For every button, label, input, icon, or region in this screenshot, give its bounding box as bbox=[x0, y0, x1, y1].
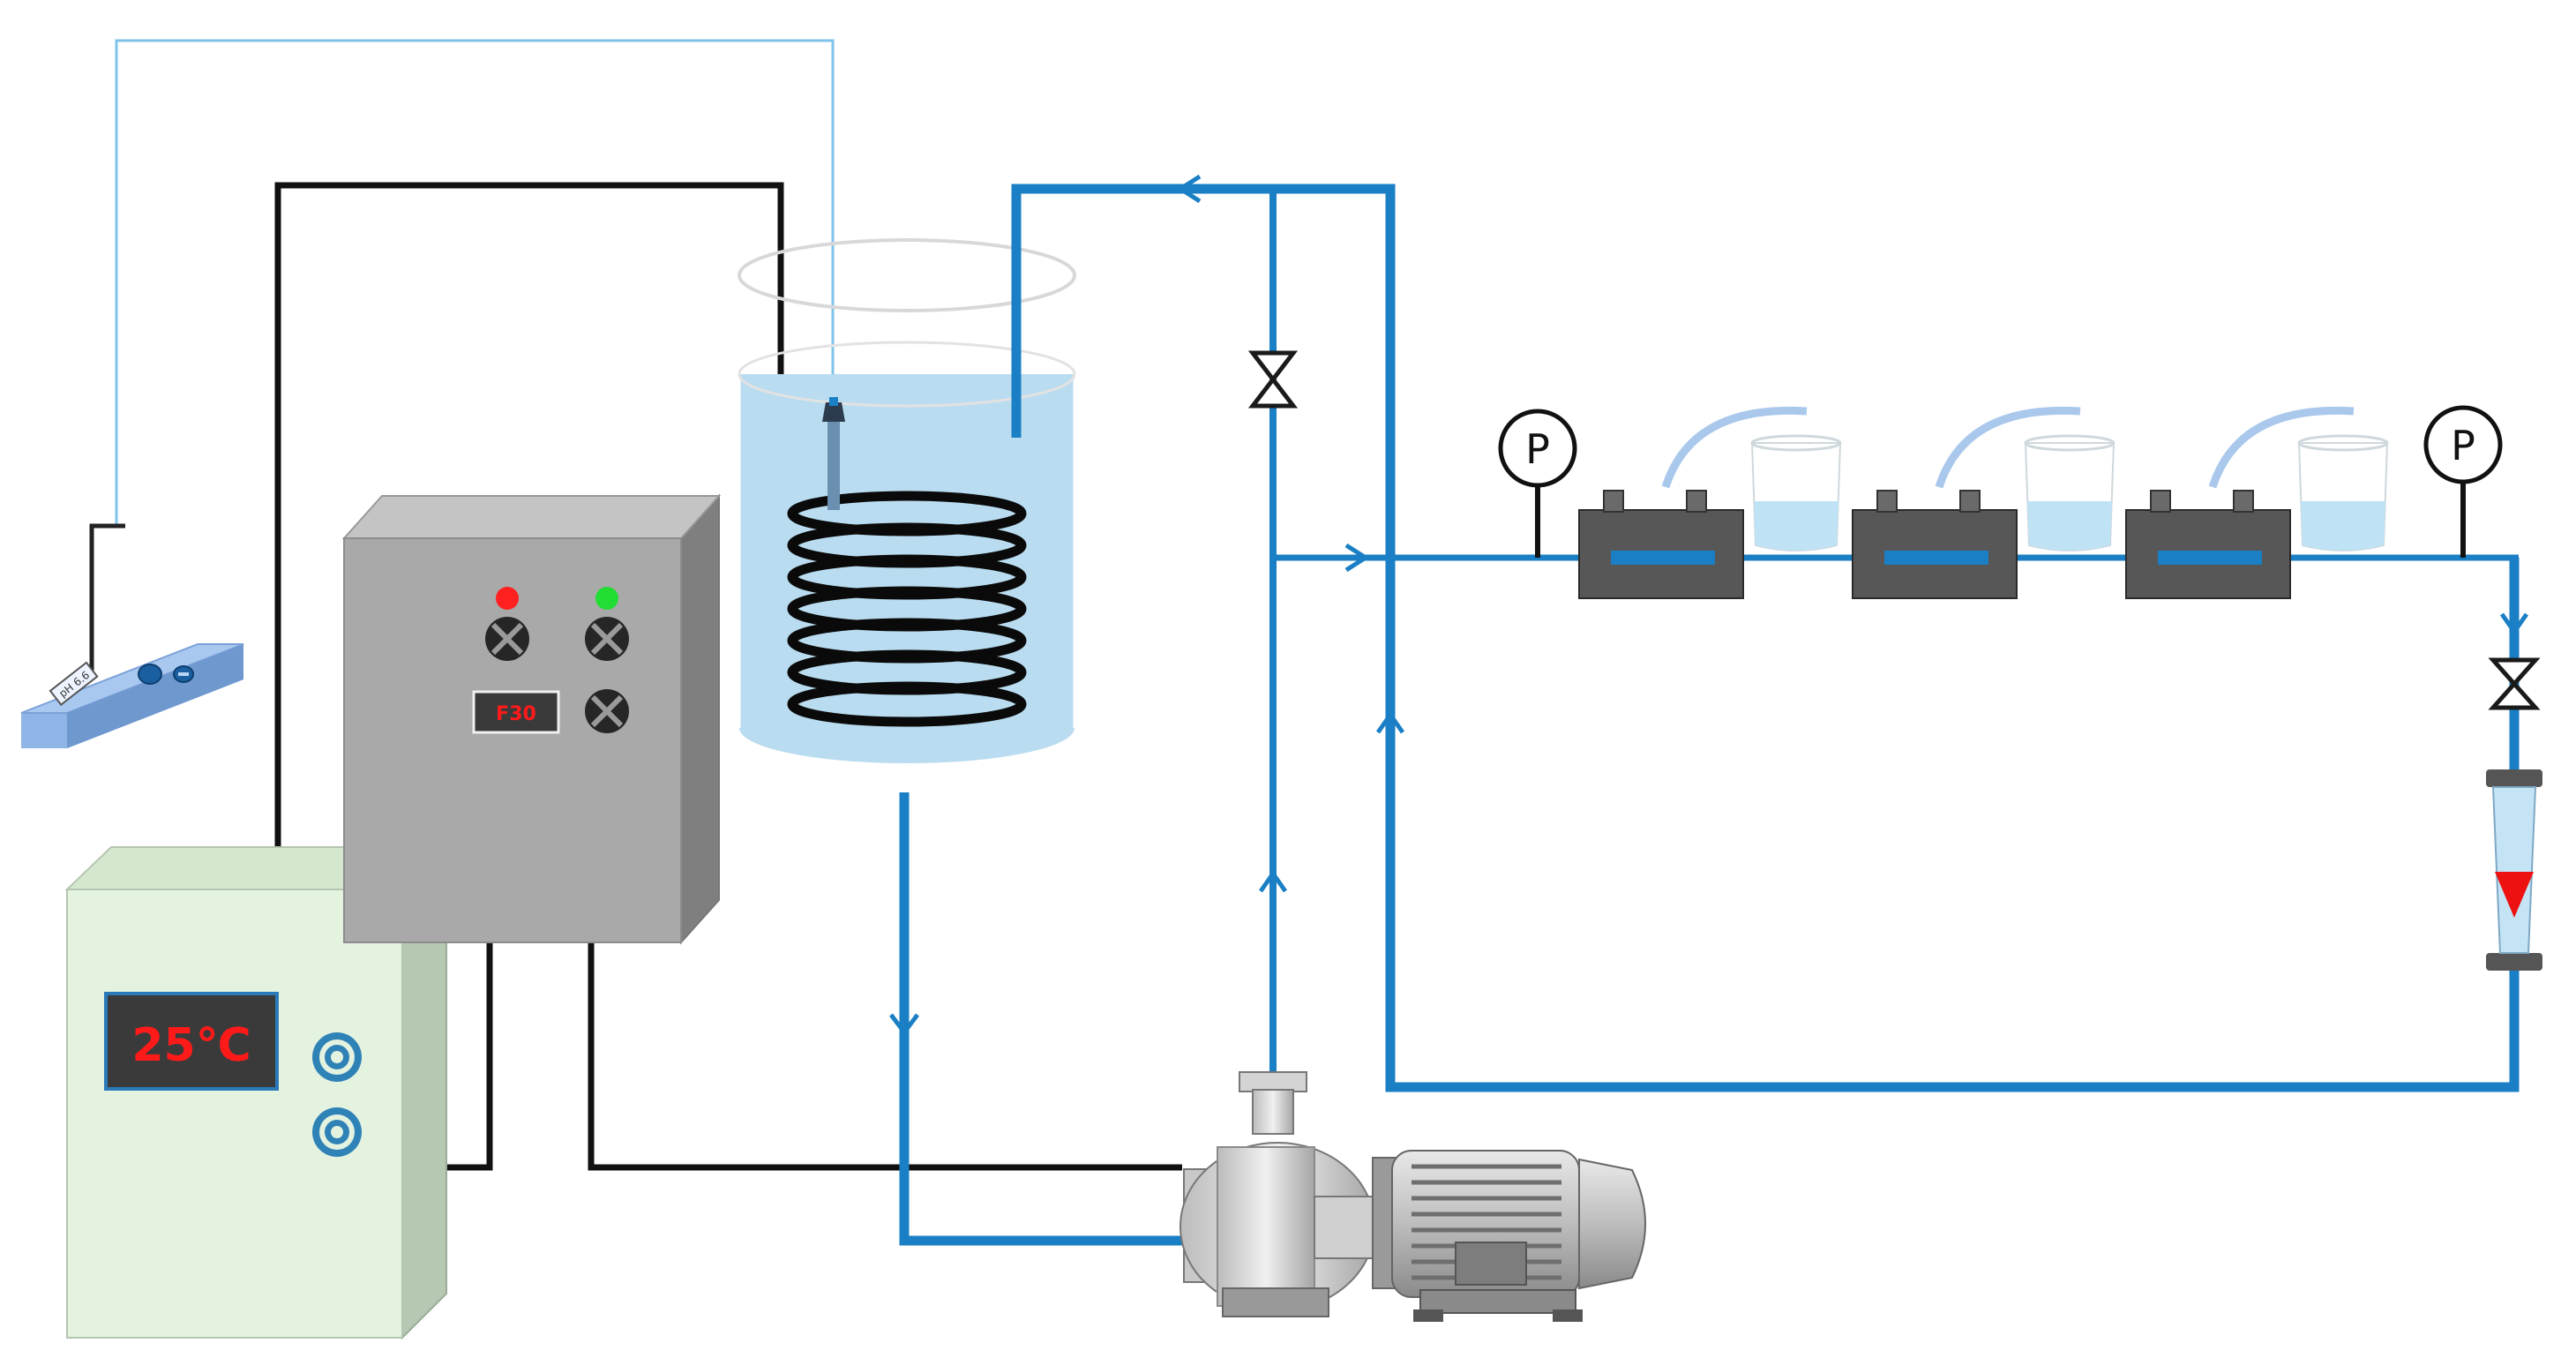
membrane-cell bbox=[1852, 406, 2115, 599]
red-indicator-light bbox=[496, 587, 519, 610]
flow-arrow bbox=[889, 1013, 919, 1037]
outlet-pressure-gauge: P bbox=[2423, 405, 2503, 558]
outlet-valve bbox=[2488, 657, 2541, 710]
control-switch bbox=[585, 689, 629, 733]
tank-return-pipe bbox=[1011, 184, 2520, 1092]
green-indicator-light bbox=[595, 587, 618, 610]
control-box-pump-wire bbox=[588, 942, 1182, 1171]
membrane-cell bbox=[1578, 406, 1842, 599]
inlet-pressure-gauge: P bbox=[1498, 409, 1577, 558]
ph-probe bbox=[822, 397, 845, 510]
membrane-cell bbox=[2125, 406, 2389, 599]
ph-meter: pH 6.6 bbox=[20, 523, 244, 748]
flowmeter bbox=[2486, 769, 2542, 971]
flow-arrow bbox=[2499, 612, 2529, 636]
pipe-network bbox=[899, 184, 2520, 1246]
thermostat-knob bbox=[312, 1032, 362, 1082]
flow-arrows bbox=[889, 174, 2529, 1037]
control-switch bbox=[485, 617, 529, 661]
temperature-display bbox=[104, 992, 279, 1091]
bypass-valve bbox=[1247, 350, 1299, 409]
water-tank bbox=[738, 238, 1076, 763]
ph-meter-display bbox=[49, 661, 99, 707]
control-box-wire-left bbox=[446, 942, 493, 1171]
tank-outlet-pipe bbox=[899, 792, 1184, 1246]
flow-arrow bbox=[1176, 174, 1202, 204]
flow-indicator bbox=[2495, 872, 2534, 918]
control-box-display bbox=[472, 690, 560, 734]
ph-meter-knob bbox=[138, 664, 162, 685]
temperature-readout: 25℃ bbox=[131, 1019, 251, 1072]
flow-arrow bbox=[1258, 869, 1288, 893]
gauge-label: P bbox=[1525, 425, 1550, 473]
control-box-readout: F30 bbox=[496, 703, 536, 725]
flow-arrow bbox=[1344, 543, 1370, 573]
control-switch bbox=[585, 617, 629, 661]
control-box: F30 bbox=[341, 493, 722, 945]
flow-arrow bbox=[1375, 710, 1405, 734]
thermostat-knob bbox=[312, 1107, 362, 1157]
heating-coil bbox=[787, 491, 1027, 727]
ph-signal-wire bbox=[115, 39, 835, 524]
gauge-label: P bbox=[2451, 422, 2475, 469]
pump-motor bbox=[1372, 1150, 1646, 1322]
centrifugal-pump bbox=[1179, 1071, 1377, 1317]
